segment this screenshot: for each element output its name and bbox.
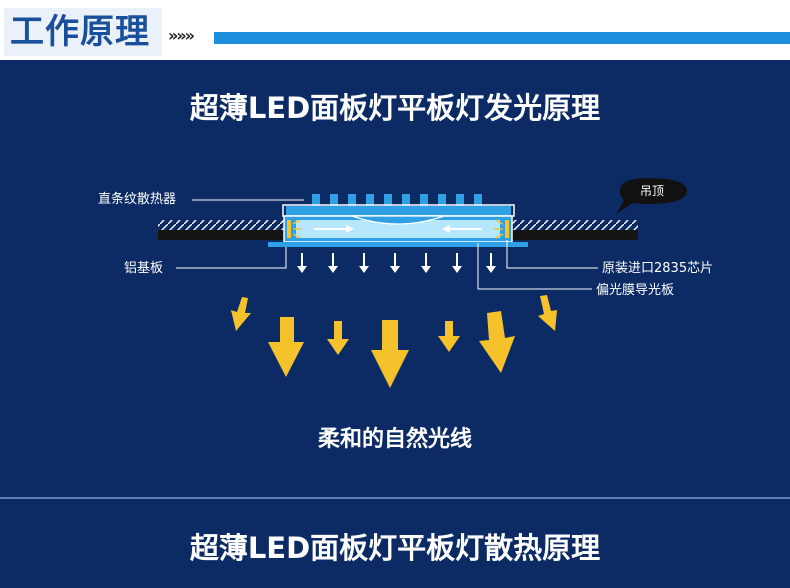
aluminum-base-plate — [268, 242, 528, 247]
label-led-chip: 原装进口2835芯片 — [602, 261, 714, 276]
label-aluminum-base: 铝基板 — [124, 261, 164, 276]
section-title: 工作原理 — [10, 12, 150, 52]
yellow-arrow-3 — [327, 321, 349, 355]
yellow-arrow-7 — [538, 295, 557, 331]
yellow-arrow-4 — [371, 320, 409, 388]
header-accent-bar — [214, 32, 790, 44]
next-section-title: 超薄LED面板灯平板灯散热原理 — [189, 531, 601, 565]
guide-center-dome — [351, 215, 445, 225]
yellow-arrow-5 — [438, 321, 460, 352]
leader-lines — [176, 199, 598, 290]
led-chip-left — [287, 219, 302, 239]
next-section-panel — [0, 499, 790, 588]
yellow-arrow-2 — [268, 317, 304, 377]
section-header: 工作原理 »»» — [0, 0, 790, 60]
label-ceiling: 吊顶 — [640, 184, 665, 198]
section-divider — [0, 497, 790, 499]
light-caption: 柔和的自然光线 — [317, 427, 472, 452]
light-guide-plate — [296, 220, 500, 238]
section-title-box: 工作原理 — [4, 8, 162, 56]
yellow-arrow-6 — [479, 311, 515, 373]
white-light-arrows — [297, 253, 496, 273]
label-light-guide: 偏光膜导光板 — [596, 283, 675, 298]
led-chip-right — [494, 219, 509, 239]
ceiling-left — [158, 220, 284, 240]
heatsink-fins — [312, 194, 482, 208]
diagram-title: 超薄LED面板灯平板灯发光原理 — [189, 91, 601, 125]
inner-light-arrow-right — [442, 225, 482, 233]
inner-light-arrow-left — [314, 225, 354, 233]
heatsink-base — [286, 206, 511, 216]
illustration-panel — [0, 60, 790, 497]
yellow-arrow-1 — [231, 297, 251, 331]
label-heatsink: 直条纹散热器 — [98, 192, 177, 207]
yellow-light-arrows — [231, 295, 557, 388]
ceiling-bubble — [616, 178, 687, 214]
ceiling-right — [511, 220, 638, 240]
chevrons-icon: »»» — [168, 26, 195, 45]
